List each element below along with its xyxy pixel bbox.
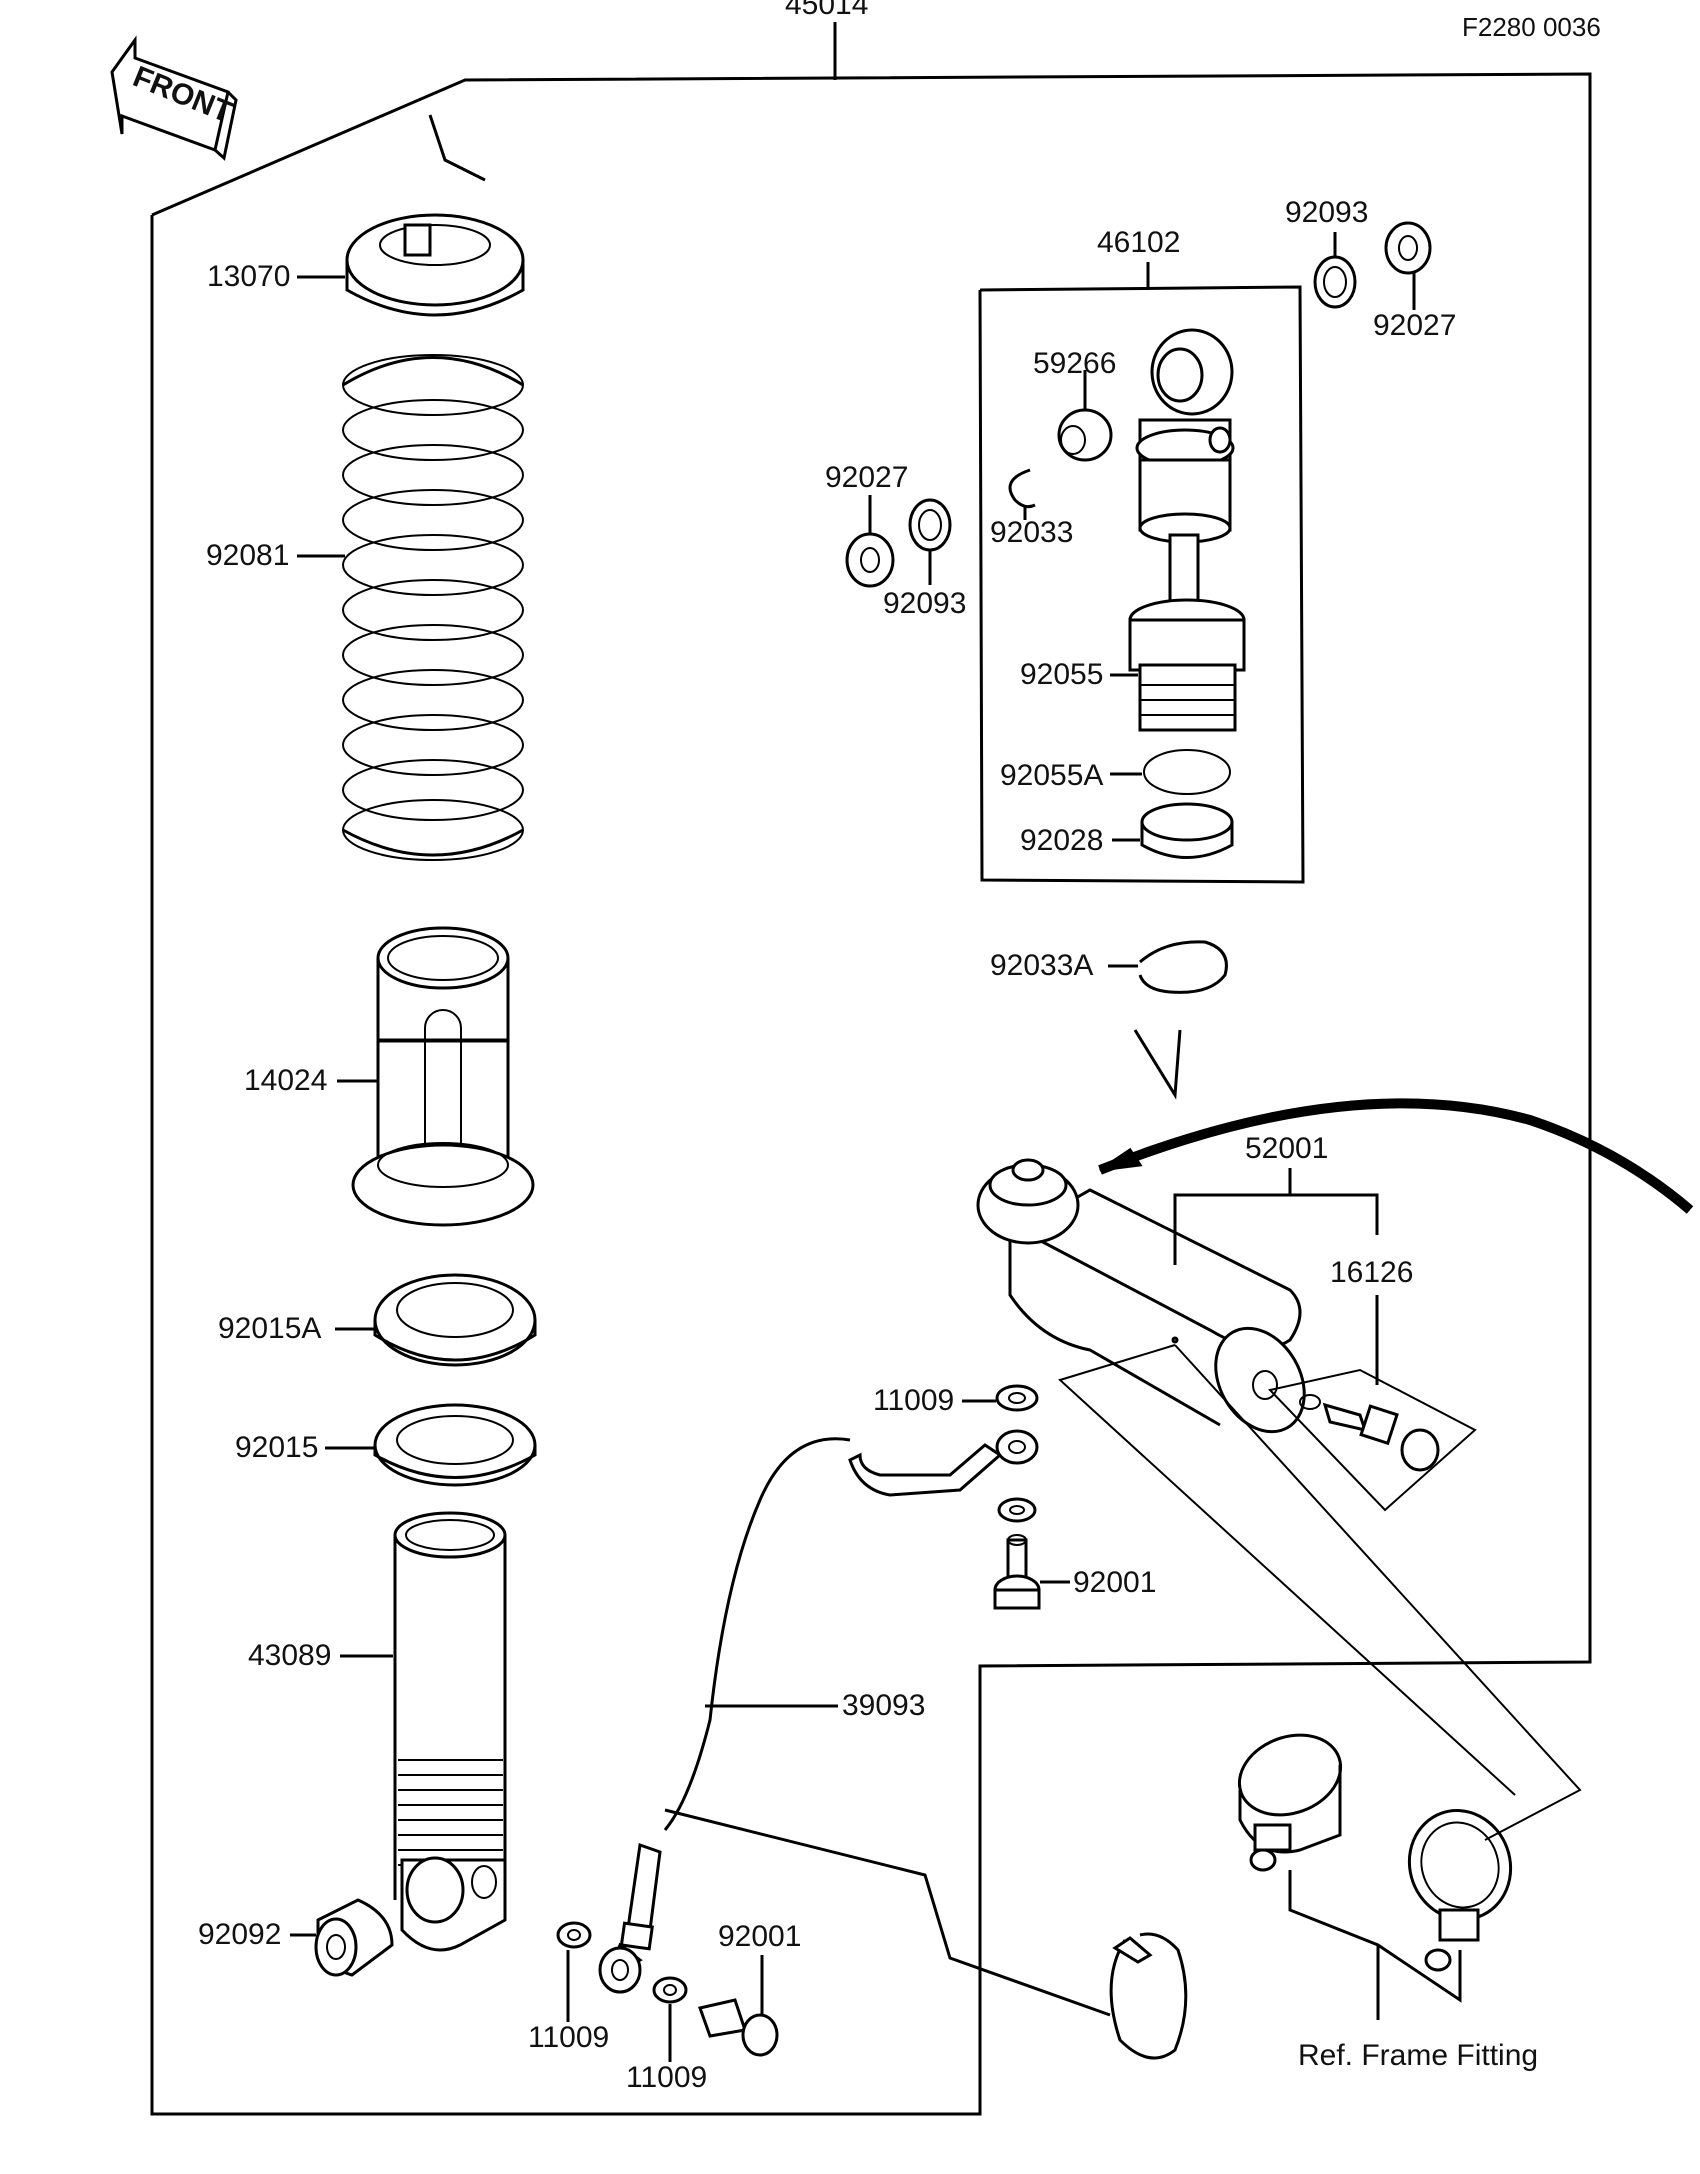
coil-spring-92081 (342, 354, 524, 861)
spring-seat-13070 (345, 213, 525, 317)
label-92033: 92033 (990, 516, 1073, 549)
label-14024: 14024 (244, 1064, 327, 1097)
label-92093-top: 92093 (1285, 196, 1368, 229)
label-92028: 92028 (1020, 824, 1103, 857)
reference-arrow (1098, 1098, 1694, 1214)
reservoir-tank-52001 (976, 1158, 1306, 1434)
bushing-59266 (1057, 370, 1113, 462)
label-11009-right: 11009 (873, 1384, 954, 1417)
frame-clamp-left (1237, 1733, 1343, 1872)
bolt-92001-bottom (698, 1998, 779, 2057)
spring-guide-14024 (351, 926, 535, 1227)
label-11009-b: 11009 (626, 2061, 707, 2094)
hose-clamp-band (1109, 1932, 1188, 2060)
label-59266: 59266 (1033, 347, 1116, 380)
lock-nut-92015A (373, 1273, 537, 1367)
adjuster-box-16126 (1268, 1368, 1477, 1512)
label-92001-right: 92001 (1073, 1566, 1156, 1599)
banjo-fitting-bottom (598, 1842, 662, 1994)
collar-92027-left (845, 495, 895, 588)
front-arrow-icon: FRONT (110, 35, 238, 161)
sub-assembly-box-46102 (978, 285, 1305, 884)
label-11009-a: 11009 (528, 2021, 609, 2054)
label-92092: 92092 (198, 1918, 281, 1951)
label-92027-left: 92027 (825, 461, 908, 494)
label-92001-bottom: 92001 (718, 1920, 801, 1953)
label-43089: 43089 (248, 1639, 331, 1672)
bolt-92001-right (993, 1534, 1041, 1610)
label-92055: 92055 (1020, 658, 1103, 691)
label-39093: 39093 (842, 1689, 925, 1722)
ring-92028 (1140, 802, 1234, 859)
label-92093-left: 92093 (883, 587, 966, 620)
hose-39093 (663, 1437, 851, 1831)
washer-11009-right-top (995, 1384, 1039, 1412)
circlip-92033 (1008, 468, 1036, 509)
figure-code: F2280 0036 (1462, 12, 1601, 42)
circlip-92033A (1138, 940, 1228, 994)
seal-92093-top (1313, 255, 1357, 309)
label-52001: 52001 (1245, 1132, 1328, 1165)
label-92055A: 92055A (1000, 759, 1103, 792)
adjuster-16126 (1299, 1394, 1440, 1472)
assembly-number: 45014 (785, 0, 868, 21)
label-92027-top: 92027 (1373, 309, 1456, 342)
washer-11009-b (652, 1976, 688, 2004)
seal-92093-left (908, 498, 952, 585)
label-13070: 13070 (207, 260, 290, 293)
collar-92027-top (1384, 221, 1432, 275)
assembly-boundary (150, 72, 1592, 2116)
washer-11009-a (556, 1921, 592, 1949)
bushing-92092 (314, 1898, 394, 1977)
label-92033A: 92033A (990, 949, 1093, 982)
label-46102: 46102 (1097, 226, 1180, 259)
label-16126: 16126 (1330, 1256, 1413, 1289)
label-92015A: 92015A (218, 1312, 321, 1345)
ref-frame-fitting-label: Ref. Frame Fitting (1298, 2039, 1538, 2072)
label-92081: 92081 (206, 539, 289, 572)
banjo-fitting-right (848, 1429, 1039, 1523)
ring-92055A (1143, 749, 1231, 795)
label-92015: 92015 (235, 1431, 318, 1464)
damper-rod-unit (1128, 328, 1246, 732)
adjusting-nut-92015 (373, 1403, 537, 1487)
cylinder-body-43089 (393, 1511, 507, 1952)
frame-clamp-right (1407, 1809, 1513, 1972)
